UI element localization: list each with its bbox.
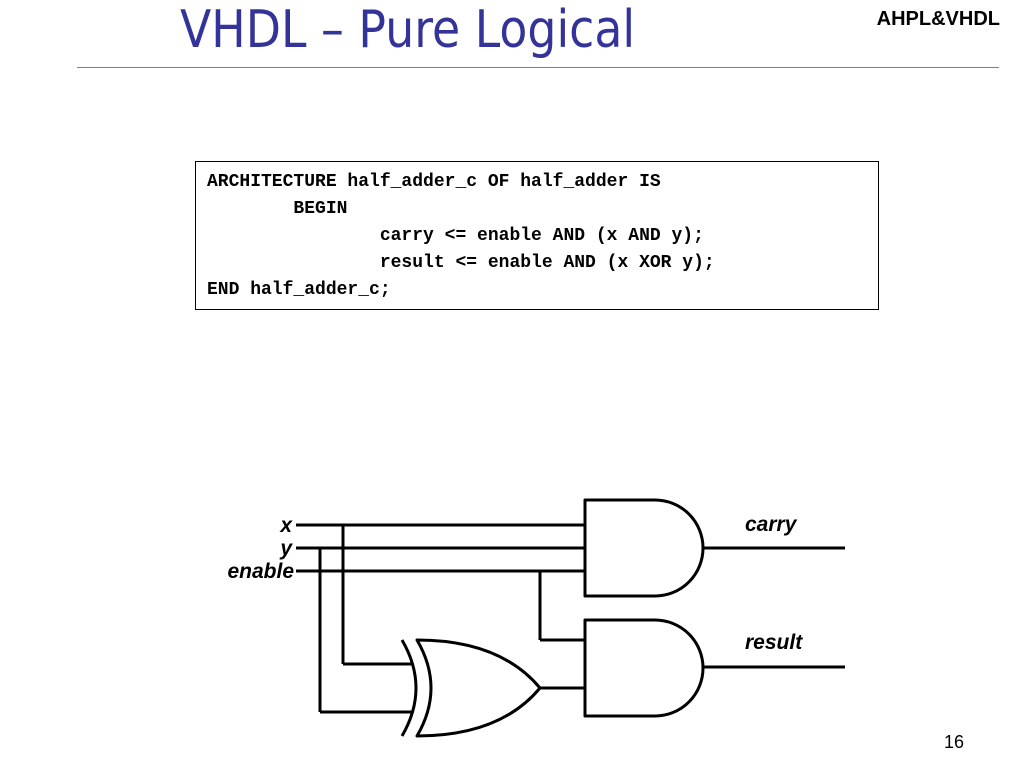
and-gate-carry	[583, 498, 705, 598]
label-y: y	[279, 537, 293, 560]
code-line-carry: carry <= enable AND (x AND y);	[207, 226, 704, 246]
code-block: ARCHITECTURE half_adder_c OF half_adder …	[195, 161, 879, 310]
code-line-end: END half_adder_c;	[207, 280, 391, 300]
title-divider	[77, 67, 999, 68]
header-tag: AHPL&VHDL	[876, 8, 1000, 30]
xor-gate	[415, 638, 542, 738]
label-enable: enable	[227, 560, 294, 583]
page-number: 16	[943, 732, 964, 752]
label-result: result	[745, 631, 803, 654]
xor-gate-back-curve	[400, 639, 418, 737]
and-gate-result	[583, 618, 705, 718]
code-line-architecture: ARCHITECTURE half_adder_c OF half_adder …	[207, 172, 661, 192]
label-carry: carry	[745, 513, 798, 536]
label-x: x	[279, 514, 293, 537]
code-line-begin: BEGIN	[207, 199, 348, 219]
code-line-result: result <= enable AND (x XOR y);	[207, 253, 715, 273]
slide-title: VHDL – Pure Logical	[180, 0, 636, 60]
